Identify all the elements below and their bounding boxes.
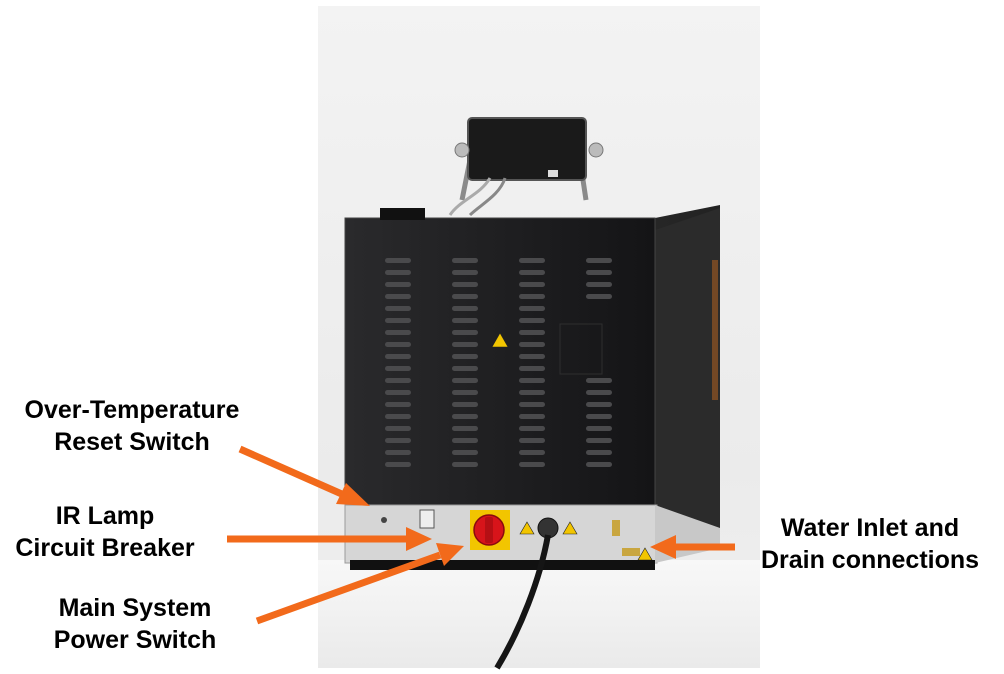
vent-slot [385, 258, 411, 263]
vent-slot [586, 402, 612, 407]
cabinet [344, 205, 720, 555]
label-line: Reset Switch [54, 428, 210, 456]
label-line: Power Switch [53, 626, 217, 654]
vent-slot [385, 402, 411, 407]
vent-slot [519, 354, 545, 359]
vent-slot [385, 414, 411, 419]
vent-slot [586, 450, 612, 455]
label-line: Circuit Breaker [15, 534, 195, 562]
vent-slot [519, 318, 545, 323]
label-line: Water Inlet and [780, 514, 960, 542]
vent-slot [385, 438, 411, 443]
vent-slot [385, 342, 411, 347]
vent-slot [385, 426, 411, 431]
vent-slot [519, 270, 545, 275]
controller-unit [448, 117, 604, 217]
vent-slot [452, 450, 478, 455]
vent-slot [586, 258, 612, 263]
vent-slot [452, 378, 478, 383]
label-line: Over-Temperature [24, 396, 240, 424]
vent-slot [519, 402, 545, 407]
vent-slot [519, 294, 545, 299]
water-drain-fitting [622, 548, 640, 556]
vent-slot [452, 402, 478, 407]
over-temp-arrow [238, 445, 346, 499]
vent-slot [385, 354, 411, 359]
vent-slot [385, 318, 411, 323]
vent-slot [519, 390, 545, 395]
vent-slot [586, 378, 612, 383]
label-water: Water Inlet and Drain connections [740, 512, 1000, 576]
vent-slot [385, 294, 411, 299]
controller-cable [448, 177, 492, 216]
vent-slot [586, 282, 612, 287]
vent-slot [385, 282, 411, 287]
vent-slot [452, 330, 478, 335]
over-temp-reset-switch [419, 509, 435, 529]
label-ir-lamp: IR Lamp Circuit Breaker [0, 500, 210, 564]
vent-slot [452, 318, 478, 323]
vent-slot [586, 462, 612, 467]
vent-slot [452, 270, 478, 275]
vent-slot [385, 270, 411, 275]
vent-slot [452, 462, 478, 467]
warning-icon [491, 332, 509, 348]
vent-slot [519, 282, 545, 287]
label-line: Main System [58, 594, 212, 622]
vent-slot [519, 306, 545, 311]
vent-slot [519, 366, 545, 371]
vent-slot [519, 450, 545, 455]
vent-slot [452, 438, 478, 443]
vent-slot [519, 330, 545, 335]
vent-slot [452, 258, 478, 263]
vent-slot [452, 390, 478, 395]
vent-slot [586, 438, 612, 443]
vent-slot [519, 258, 545, 263]
vent-slot [519, 378, 545, 383]
vent-slot [452, 282, 478, 287]
vent-slot [385, 450, 411, 455]
vent-slot [452, 342, 478, 347]
vent-slot [586, 270, 612, 275]
vent-slot [586, 294, 612, 299]
vent-slot [586, 426, 612, 431]
connection-panel [344, 504, 720, 670]
vent-slots [385, 258, 612, 467]
vent-slot [586, 414, 612, 419]
vent-slot [452, 414, 478, 419]
vent-slot [452, 294, 478, 299]
vent-slot [385, 390, 411, 395]
water-inlet-fitting [612, 520, 620, 536]
vent-slot [385, 462, 411, 467]
vent-slot [385, 378, 411, 383]
label-line: IR Lamp [55, 502, 155, 530]
vent-slot [385, 306, 411, 311]
vent-slot [452, 426, 478, 431]
vent-slot [519, 426, 545, 431]
label-over-temperature: Over-Temperature Reset Switch [8, 394, 256, 458]
main-power-arrow [255, 551, 442, 625]
vent-slot [385, 330, 411, 335]
controller-box [467, 117, 587, 181]
vent-slot [586, 390, 612, 395]
label-main-power: Main System Power Switch [40, 592, 230, 656]
vent-slot [452, 366, 478, 371]
vent-slot [519, 438, 545, 443]
label-line: Drain connections [760, 546, 980, 574]
arrows [227, 445, 735, 625]
vent-slot [385, 366, 411, 371]
vent-slot [452, 354, 478, 359]
vent-slot [452, 306, 478, 311]
vent-slot [519, 414, 545, 419]
vent-slot [519, 342, 545, 347]
vent-slot [519, 462, 545, 467]
power-cord [494, 534, 551, 670]
